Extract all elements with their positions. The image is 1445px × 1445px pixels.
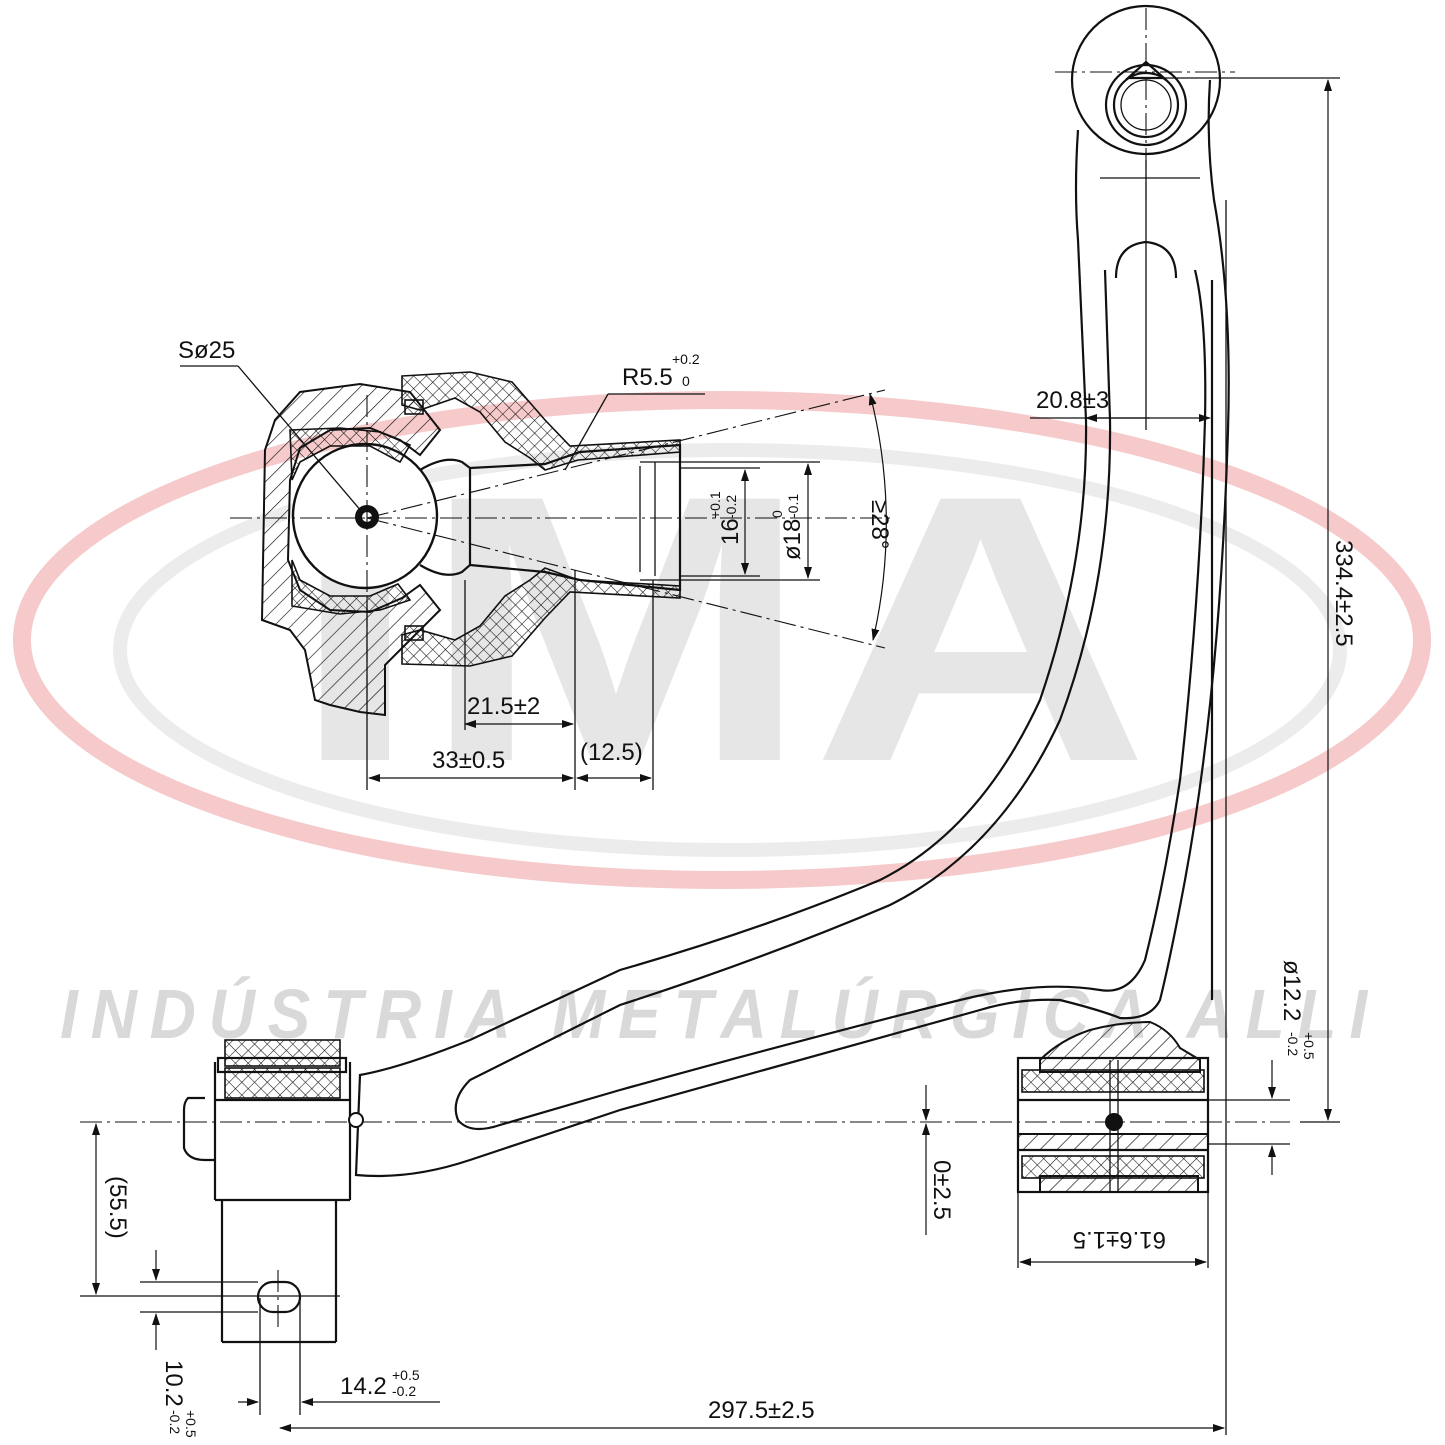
svg-text:-0.2: -0.2: [392, 1383, 416, 1399]
svg-text:-0.2: -0.2: [167, 1410, 183, 1434]
slot-width-label: 14.2: [340, 1373, 387, 1400]
dust-boot-bottom: [401, 567, 681, 667]
control-arm: 20.8±3 334.4±2.5: [80, 4, 1357, 1435]
watermark-ring-outer: [13, 391, 1431, 889]
dim-12-5-label: (12.5): [580, 739, 643, 766]
ball-liner-bottom: [291, 559, 412, 615]
taper-large-label: ø18: [779, 519, 806, 560]
bushing-bore-label: ø12.2: [1278, 960, 1305, 1021]
ball-joint-housing: [260, 382, 442, 717]
stud-height-label: (55.5): [104, 1176, 131, 1239]
watermark-ring-inner: [113, 443, 1347, 857]
front-stud-mount: (55.5) 10.2 +0.5 -0.2 14.2 +0.5 -0.2 297…: [80, 1039, 1225, 1438]
arm-length-label: 297.5±2.5: [708, 1397, 815, 1424]
svg-text:+0.2: +0.2: [672, 351, 700, 367]
dust-boot-top: [401, 371, 681, 471]
height-label: 334.4±2.5: [1330, 540, 1357, 647]
ball-neck: [419, 458, 472, 576]
ball-liner-top: [289, 427, 412, 481]
sphere-diameter-label: Sø25: [178, 337, 235, 364]
radius-label: R5.5: [622, 364, 673, 391]
arm-inner-rib: [454, 269, 1207, 1131]
center-offset-label: 0±2.5: [928, 1160, 955, 1220]
bushing-center-mark: [1105, 1113, 1123, 1131]
offset-label: 20.8±3: [1036, 387, 1109, 414]
svg-text:+0.5: +0.5: [1301, 1032, 1317, 1060]
ball-joint-section: Sø25 R5.5 +0.2 0 ≥28° 16 +0.1 -0.2 ø18 0…: [178, 337, 893, 790]
rear-bushing-section: ø12.2 +0.5 -0.2 0±2.5 61.6±1.5: [922, 960, 1317, 1268]
angle-label: ≥28°: [866, 500, 893, 549]
arm-body-outline: [354, 79, 1230, 1178]
svg-text:+0.1: +0.1: [707, 491, 723, 519]
svg-text:+0.5: +0.5: [392, 1367, 420, 1383]
svg-text:-0.2: -0.2: [1285, 1032, 1301, 1056]
dim-21-5-label: 21.5±2: [467, 693, 540, 720]
angle-arc: [868, 393, 887, 641]
slot-height-label: 10.2: [160, 1360, 187, 1407]
svg-text:0: 0: [682, 373, 690, 389]
svg-text:-0.2: -0.2: [723, 495, 739, 519]
taper-small-label: 16: [717, 518, 744, 545]
watermark-logo: IMA: [290, 416, 1150, 841]
dim-33-label: 33±0.5: [432, 747, 505, 774]
svg-text:0: 0: [769, 510, 785, 518]
svg-text:-0.1: -0.1: [785, 494, 801, 518]
bushing-width-label: 61.6±1.5: [1073, 1226, 1166, 1253]
svg-text:+0.5: +0.5: [183, 1410, 199, 1438]
stud-slot: [256, 1280, 302, 1314]
